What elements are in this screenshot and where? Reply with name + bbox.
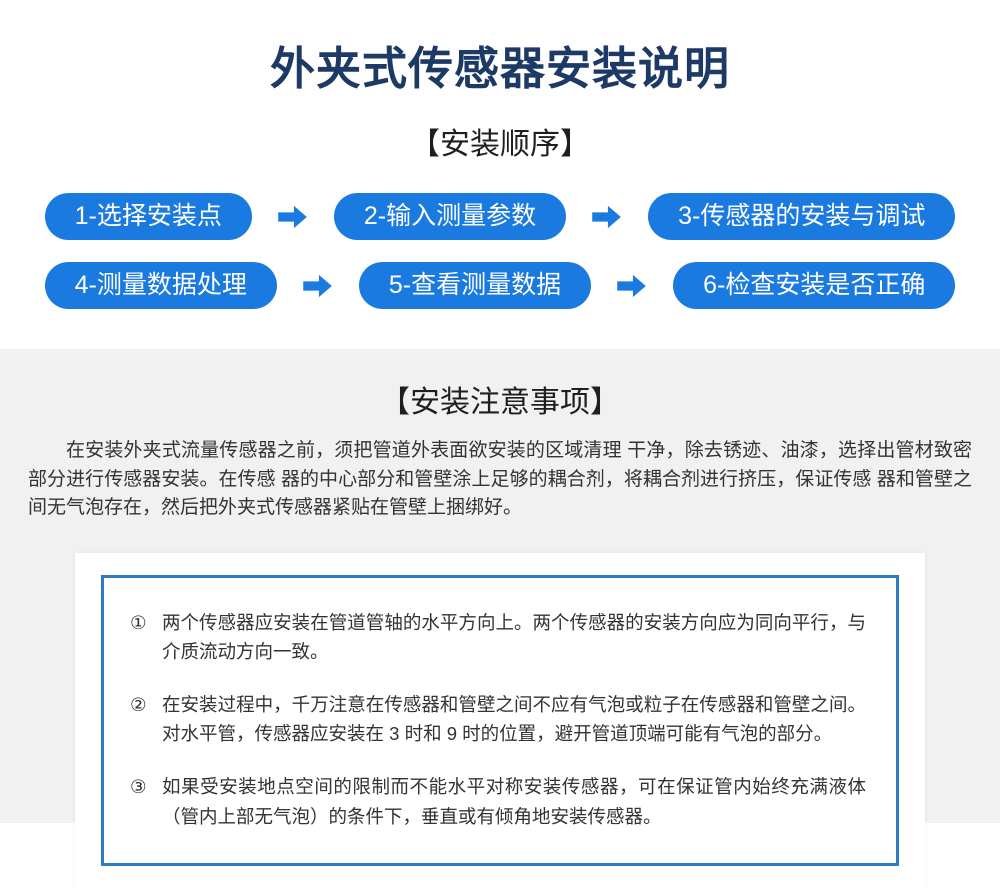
header-section: 外夹式传感器安装说明 【安装顺序】 — [0, 0, 1000, 163]
note-item-1: ① 两个传感器应安装在管道管轴的水平方向上。两个传感器的安装方向应为同向平行，与… — [130, 608, 866, 666]
page-title: 外夹式传感器安装说明 — [269, 43, 730, 94]
note-item-2: ② 在安装过程中，千万注意在传感器和管壁之间不应有气泡或粒子在传感器和管壁之间。… — [130, 690, 866, 748]
step-node-2: 2-输入测量参数 — [333, 193, 567, 240]
arrow-right-icon — [303, 274, 333, 298]
steps-row-2: 4-测量数据处理 5-查看测量数据 6-检查安装是否正确 — [0, 262, 1000, 309]
installation-steps-flow: 1-选择安装点 2-输入测量参数 3-传感器的安装与调试 4-测量数据处理 5-… — [0, 193, 1000, 331]
note-text: 如果受安装地点空间的限制而不能水平对称安装传感器，可在保证管内始终充满液体（管内… — [162, 776, 866, 827]
note-number: ② — [130, 693, 147, 715]
note-item-3: ③ 如果受安装地点空间的限制而不能水平对称安装传感器，可在保证管内始终充满液体（… — [130, 772, 866, 830]
step-node-1: 1-选择安装点 — [44, 193, 252, 240]
step-node-5: 5-查看测量数据 — [358, 262, 592, 309]
notes-card: ① 两个传感器应安装在管道管轴的水平方向上。两个传感器的安装方向应为同向平行，与… — [75, 552, 925, 888]
steps-row-1: 1-选择安装点 2-输入测量参数 3-传感器的安装与调试 — [0, 193, 1000, 240]
note-number: ③ — [130, 776, 147, 798]
arrow-right-icon — [278, 205, 308, 229]
notes-heading: 【安装注意事项】 — [380, 386, 620, 419]
step-node-4: 4-测量数据处理 — [44, 262, 277, 309]
sequence-heading: 【安装顺序】 — [410, 128, 590, 161]
note-text: 两个传感器应安装在管道管轴的水平方向上。两个传感器的安装方向应为同向平行，与介质… — [162, 611, 866, 662]
note-number: ① — [130, 611, 147, 633]
arrow-right-icon — [617, 274, 647, 298]
step-node-6: 6-检查安装是否正确 — [673, 262, 956, 309]
arrow-right-icon — [592, 205, 622, 229]
intro-paragraph: 在安装外夹式流量传感器之前，须把管道外表面欲安装的区域清理 干净，除去锈迹、油漆… — [28, 440, 972, 518]
notes-bordered-box: ① 两个传感器应安装在管道管轴的水平方向上。两个传感器的安装方向应为同向平行，与… — [101, 574, 899, 866]
note-text: 在安装过程中，千万注意在传感器和管壁之间不应有气泡或粒子在传感器和管壁之间。对水… — [162, 693, 866, 745]
step-node-3: 3-传感器的安装与调试 — [648, 193, 956, 240]
notes-section: 【安装注意事项】 在安装外夹式流量传感器之前，须把管道外表面欲安装的区域清理 干… — [0, 349, 1000, 888]
